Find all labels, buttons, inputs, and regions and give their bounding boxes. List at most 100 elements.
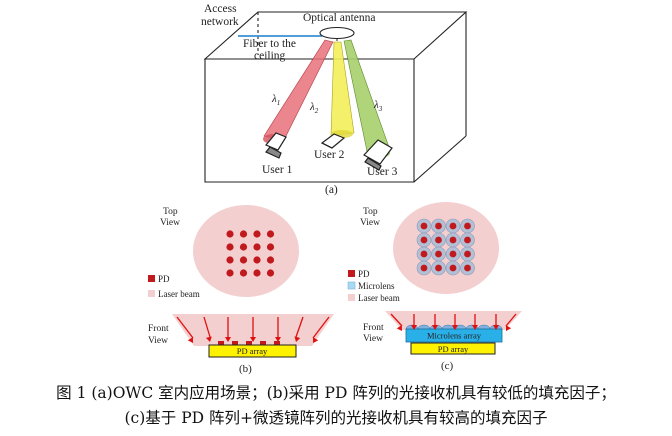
- beam-user3: [343, 39, 391, 157]
- pd-dot: [226, 256, 234, 264]
- panel-b-laser-spot: [193, 205, 299, 297]
- panel-c-beam-front: [385, 311, 522, 330]
- panel-c-legend-laser-label: Laser beam: [358, 293, 400, 303]
- arrow-head: [432, 325, 438, 330]
- arrow-head: [187, 337, 193, 343]
- arrow-head: [505, 325, 512, 331]
- lambda3-label: λ3: [373, 99, 383, 113]
- panel-b-pd-array: [208, 344, 297, 358]
- pd-dot: [420, 250, 428, 258]
- light-arrow: [176, 316, 194, 339]
- panel-c-pd-array: [410, 342, 496, 355]
- panel-b-pd-array-label: PD array: [237, 346, 268, 356]
- panel-b-tag: (b): [239, 363, 252, 375]
- pd-dot: [420, 264, 428, 272]
- pd-front-element: [246, 341, 252, 345]
- pd-front-element: [260, 341, 266, 345]
- pd-dot: [420, 236, 428, 244]
- panel-a-tag: (a): [325, 184, 338, 196]
- arrow-head: [313, 337, 319, 343]
- user2-device: [320, 133, 346, 149]
- user3-device: [363, 139, 393, 171]
- pd-dot: [449, 264, 457, 272]
- pd-dot: [266, 269, 275, 277]
- pd-dot: [226, 230, 234, 238]
- panel-c-laser-spot: [393, 202, 499, 294]
- user2-label: User 2: [314, 149, 345, 161]
- pd-dot: [253, 269, 261, 277]
- pd-dot: [266, 230, 275, 238]
- light-arrow: [505, 313, 517, 327]
- panel-c-pd-grid: [416, 218, 475, 276]
- optical-antenna: [319, 26, 355, 40]
- light-arrow: [390, 313, 403, 327]
- panel-b-pd-grid: [226, 230, 275, 277]
- pd-dot: [435, 264, 442, 272]
- lambda1-label: λ1: [271, 93, 280, 107]
- panel-b-legend-laser-swatch: [148, 290, 155, 297]
- pd-dot: [266, 256, 275, 264]
- arrow-head: [275, 337, 281, 342]
- lambda2-label: λ2: [309, 101, 319, 115]
- panel-b-legend-pd-swatch: [148, 275, 155, 282]
- arrow-head: [493, 325, 499, 330]
- light-arrow: [312, 316, 330, 339]
- pd-dot: [449, 222, 457, 230]
- user3-label: User 3: [367, 166, 398, 178]
- pd-dot: [239, 256, 248, 264]
- panel-c-pd-array-label: PD array: [438, 344, 469, 354]
- user1-label: User 1: [262, 164, 293, 176]
- optical-antenna-label: Optical antenna: [303, 12, 375, 24]
- pd-dot: [464, 250, 471, 258]
- panel-c-legend-microlens-label: Microlens: [358, 281, 395, 291]
- pd-dot: [239, 243, 248, 251]
- figure-caption-line-2: (c)基于 PD 阵列+微透镜阵列的光接收机具有较高的填充因子: [124, 409, 548, 427]
- arrow-head: [452, 325, 458, 330]
- panel-c-legend-pd-swatch: [348, 270, 355, 277]
- pd-dot: [239, 230, 248, 238]
- room-box: [203, 11, 468, 183]
- arrow-head: [205, 336, 212, 342]
- light-arrow: [203, 316, 211, 338]
- pd-dot: [253, 256, 261, 264]
- pd-dot: [226, 269, 234, 277]
- user1-device: [265, 132, 287, 159]
- panel-c-legend-laser-swatch: [348, 294, 355, 301]
- panel-c-arrows: [390, 313, 517, 331]
- pd-dot: [239, 269, 248, 277]
- pd-dot: [464, 264, 471, 272]
- pd-dot: [464, 236, 471, 244]
- arrow-head: [472, 325, 478, 330]
- panel-c-microlens-array-label: Microlens array: [427, 331, 482, 341]
- pd-front-element: [218, 341, 224, 345]
- pd-dot: [435, 236, 442, 244]
- pd-dot: [435, 250, 442, 258]
- arrow-head: [225, 337, 231, 342]
- panel-b-legend-pd-label: PD: [158, 274, 170, 284]
- beam-user2: [330, 41, 355, 136]
- pd-dot: [435, 222, 442, 230]
- panel-c-tag: (c): [441, 360, 454, 372]
- pd-dot: [449, 236, 457, 244]
- pd-front-element: [274, 341, 280, 345]
- arrow-head: [250, 337, 256, 342]
- pd-dot: [266, 243, 275, 251]
- panel-b-pd-front: [218, 341, 280, 345]
- panel-c-microlens-array: [405, 328, 503, 343]
- panel-c-legend-pd-label: PD: [358, 269, 370, 279]
- pd-dot: [420, 222, 428, 230]
- panel-c-legend-microlens-swatch: [347, 281, 356, 290]
- pd-dot: [449, 250, 457, 258]
- arrow-head: [294, 336, 301, 342]
- arrow-head: [411, 325, 417, 330]
- panel-b-legend-laser-label: Laser beam: [158, 289, 200, 299]
